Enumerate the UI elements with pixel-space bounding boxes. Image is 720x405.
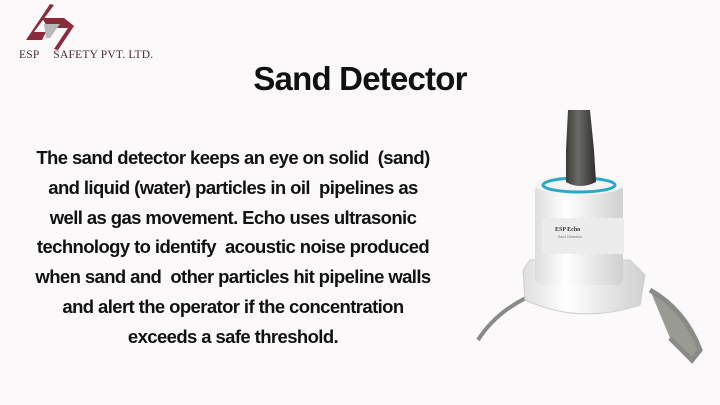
product-label: ESP Echo — [555, 227, 580, 233]
body-line: and liquid (water) particles in oil pipe… — [48, 176, 418, 198]
body-line: and alert the operator if the concentrat… — [62, 295, 404, 317]
body-line: well as gas movement. Echo uses ultrason… — [49, 206, 417, 228]
logo-text-right: SAFETY PVT. LTD. — [53, 49, 154, 61]
sand-detector-image: ESP Echo Sand Detection — [476, 110, 703, 364]
product-sublabel: Sand Detection — [558, 235, 582, 239]
body-line: The sand detector keeps an eye on solid … — [36, 147, 430, 168]
logo-bolt-icon — [26, 4, 74, 50]
body-line: exceeds a safe threshold. — [127, 325, 339, 347]
body-line: technology to identify acoustic noise pr… — [36, 236, 430, 258]
logo-text-left: ESP — [19, 49, 40, 61]
company-logo: ESP SAFETY PVT. LTD. — [8, 2, 153, 64]
company-name: ESP SAFETY PVT. LTD. — [19, 49, 153, 61]
body-line: when sand and other particles hit pipeli… — [35, 266, 431, 288]
slide-body: The sand detector keeps an eye on solid … — [0, 143, 466, 352]
slide-title: Sand Detector — [253, 60, 467, 97]
